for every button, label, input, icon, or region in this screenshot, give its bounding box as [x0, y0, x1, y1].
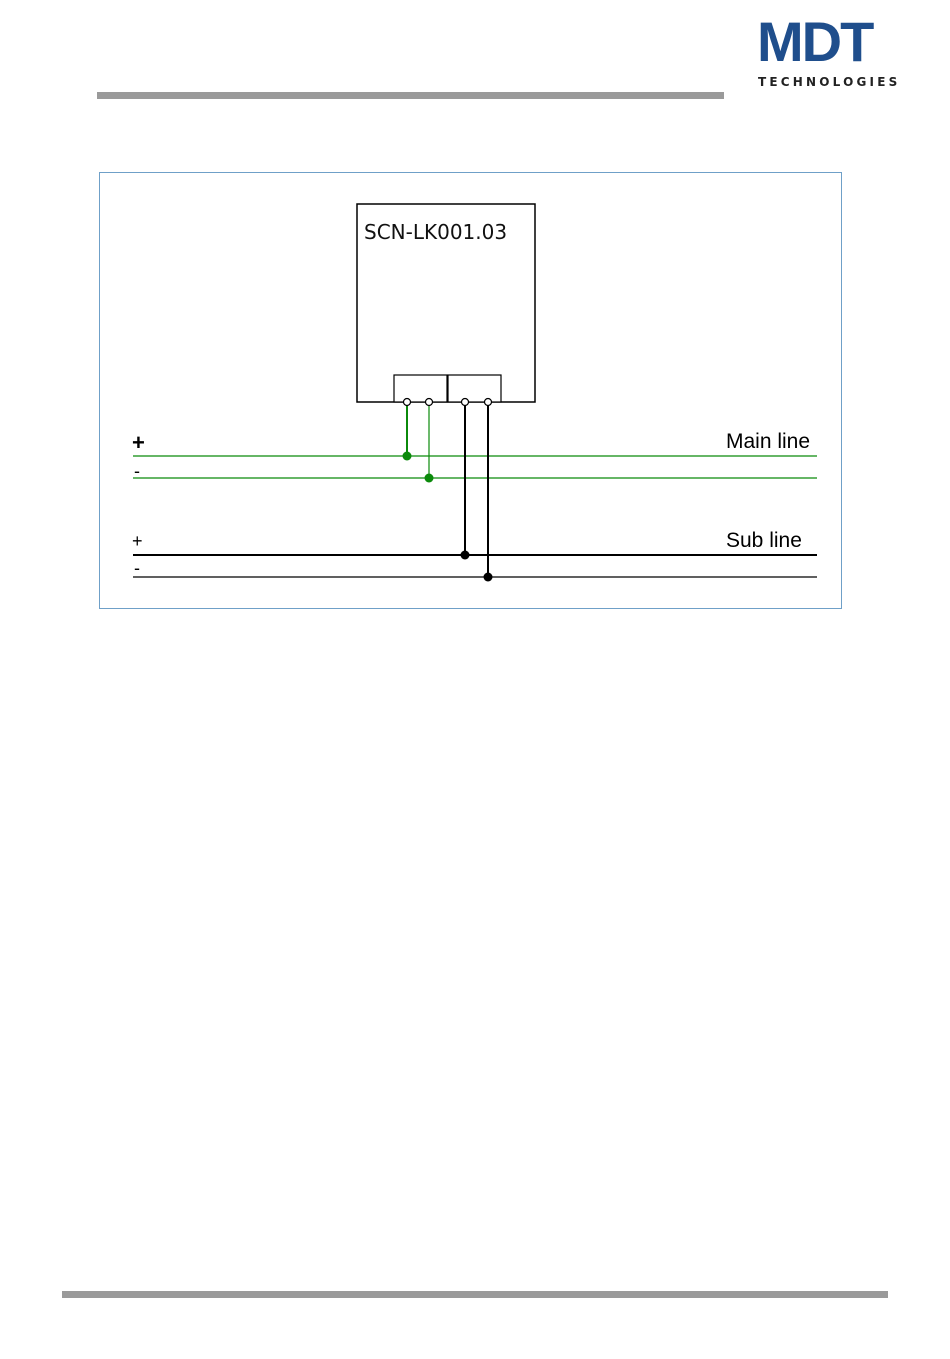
- junction-main-plus: [403, 452, 412, 461]
- sub-line-plus-label: +: [132, 532, 143, 550]
- logo-subtitle: TECHNOLOGIES: [758, 75, 900, 89]
- junction-main-minus: [425, 474, 434, 483]
- mdt-logo: MDT TECHNOLOGIES: [752, 14, 902, 94]
- terminal-block-main: [394, 375, 447, 402]
- terminal-screw-sub-plus: [462, 399, 469, 406]
- terminal-screw-main-minus: [426, 399, 433, 406]
- junction-sub-plus: [461, 551, 470, 560]
- logo-mark: MDT: [757, 14, 872, 70]
- terminal-block-sub: [448, 375, 501, 402]
- footer-divider: [62, 1291, 888, 1298]
- terminal-screw-sub-minus: [485, 399, 492, 406]
- junction-sub-minus: [484, 573, 493, 582]
- terminal-screw-main-plus: [404, 399, 411, 406]
- main-line-minus-label: -: [134, 462, 140, 480]
- sub-line-label: Sub line: [726, 529, 802, 553]
- sub-line-minus-label: -: [134, 559, 140, 577]
- main-line-plus-label: +: [132, 432, 145, 454]
- header-divider: [97, 92, 724, 99]
- device-label: SCN-LK001.03: [364, 220, 507, 244]
- main-line-label: Main line: [726, 430, 810, 454]
